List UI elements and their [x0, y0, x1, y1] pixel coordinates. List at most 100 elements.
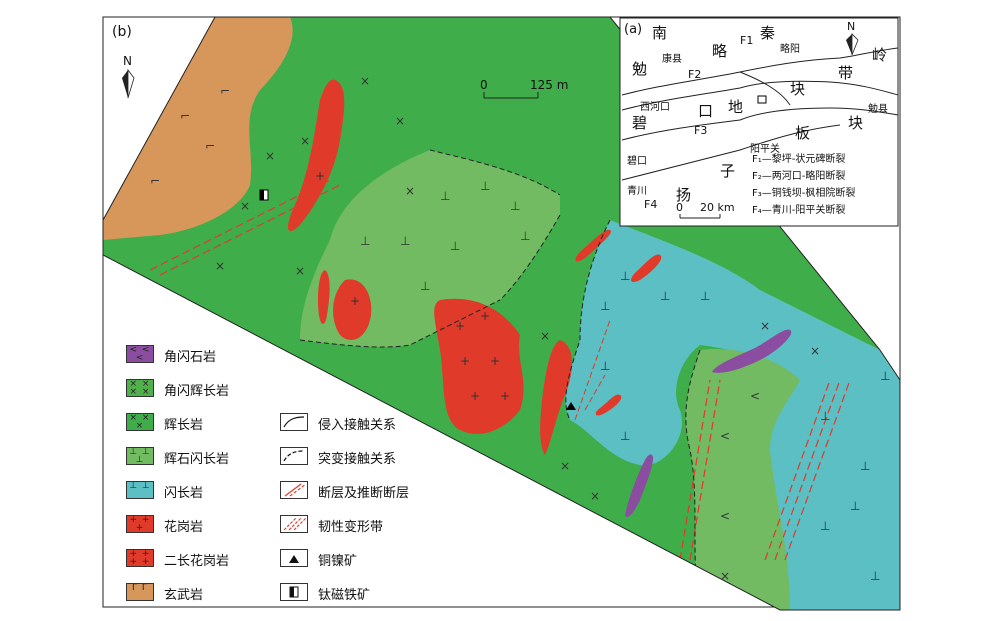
- scale-inset-value: 20 km: [700, 201, 735, 214]
- svg-text:⊥: ⊥: [820, 519, 830, 533]
- legend-label-fault: 断层及推断断层: [318, 486, 410, 501]
- svg-text:<: <: [720, 429, 730, 443]
- svg-text:⊥: ⊥: [440, 189, 450, 203]
- cu-ni-ore-marker: [566, 402, 576, 410]
- ductile-shear-icon: [280, 515, 308, 533]
- svg-text:⊥: ⊥: [620, 429, 630, 443]
- svg-text:⊥: ⊥: [870, 569, 880, 583]
- svg-text:×: ×: [810, 344, 820, 358]
- inset-region-13: 子: [720, 162, 736, 180]
- svg-text:⊥: ⊥: [360, 234, 370, 248]
- inset-place-mianxian: 勉县: [868, 104, 888, 115]
- legend-swatch-monzogranite: + + + +: [126, 549, 154, 567]
- legend-label-hornblendite: 角闪石岩: [164, 350, 217, 365]
- inset-region-9: 地: [728, 98, 744, 116]
- svg-text:⊥: ⊥: [880, 369, 890, 383]
- inset-region-11: 板: [795, 124, 811, 142]
- inset-fault-f1: F1: [740, 34, 754, 47]
- diorite-unit-east: [565, 220, 900, 610]
- legend-swatch-diorite: ⊥ ⊥: [126, 481, 154, 499]
- granite-body-4: [434, 298, 524, 434]
- legend-label-pyroxene-diorite: 辉石闪长岩: [164, 452, 230, 467]
- panel-b-label: (b): [112, 24, 132, 40]
- granite-body-7: [631, 254, 662, 283]
- inset-place-kangxian: 康县: [662, 54, 682, 65]
- north-arrow-main: [122, 68, 135, 99]
- legend-label-basalt: 玄武岩: [164, 588, 204, 603]
- granite-body-5: [540, 340, 572, 455]
- legend-swatch-hornblendite: < < <: [126, 345, 154, 363]
- svg-text:⌐: ⌐: [205, 139, 215, 153]
- svg-text:×: ×: [240, 199, 250, 213]
- svg-text:+: +: [455, 319, 465, 333]
- inset-region-2: 秦: [760, 24, 776, 42]
- svg-text:×: ×: [395, 114, 405, 128]
- inset-fault-note-1: F₁—黎坪-状元碑断裂: [752, 154, 846, 165]
- north-arrow-inset: [846, 33, 859, 56]
- granite-body-1: [288, 79, 345, 232]
- svg-text:×: ×: [215, 259, 225, 273]
- north-label-main: N: [123, 54, 132, 68]
- legend-label-intrusive-contact: 侵入接触关系: [318, 418, 397, 433]
- inset-region-3: 岭: [872, 46, 888, 64]
- scale-inset-zero: 0: [676, 201, 683, 214]
- intrusive-contact-icon: [280, 413, 308, 431]
- fault-icon: [280, 481, 308, 499]
- inset-fault-note-3: F₃—铜钱坝-枫相院断裂: [752, 188, 856, 199]
- svg-text:+: +: [315, 169, 325, 183]
- svg-text:×: ×: [540, 329, 550, 343]
- inset-region-7: 碧: [632, 114, 648, 132]
- inset-region-10: 块: [790, 80, 806, 98]
- legend-swatch-hornblende-gabbro: × × × ×: [126, 379, 154, 397]
- titanomagnetite-icon: [280, 583, 308, 601]
- basalt-unit: [103, 17, 293, 240]
- north-label-inset: N: [847, 20, 856, 33]
- inset-region-12: 块: [848, 114, 864, 132]
- svg-text:×: ×: [760, 319, 770, 333]
- svg-text:⊥: ⊥: [480, 179, 490, 193]
- inset-region-5: 略: [712, 42, 728, 60]
- svg-text:+: +: [470, 389, 480, 403]
- svg-text:×: ×: [405, 184, 415, 198]
- svg-text:×: ×: [590, 489, 600, 503]
- svg-text:+: +: [480, 309, 490, 323]
- svg-text:⊥: ⊥: [450, 239, 460, 253]
- svg-text:+: +: [460, 354, 470, 368]
- svg-text:⊥: ⊥: [850, 499, 860, 513]
- svg-text:⊥: ⊥: [520, 229, 530, 243]
- granite-body-2: [333, 279, 372, 340]
- study-area-marker: [757, 95, 767, 104]
- legend-swatch-basalt: Γ Γ: [126, 583, 154, 601]
- inset-fault-note-2: F₂—两河口-略阳断裂: [752, 171, 846, 182]
- granite-body-3: [318, 270, 330, 324]
- inset-place-lueyang: 略阳: [780, 44, 800, 55]
- svg-text:+: +: [500, 389, 510, 403]
- fault-lines: [574, 319, 611, 421]
- svg-text:⊥: ⊥: [820, 409, 830, 423]
- svg-text:×: ×: [560, 459, 570, 473]
- legend-swatch-gabbro: × × ×: [126, 413, 154, 431]
- inset-region-1: 南: [652, 24, 668, 42]
- svg-text:+: +: [350, 294, 360, 308]
- lithology-symbols: ⌐⌐⌐⌐ ×××× ×××× ⊥⊥⊥⊥ ⊥⊥⊥⊥ ++++ ++++ ⊥⊥⊥⊥ …: [150, 74, 890, 583]
- svg-text:⊥: ⊥: [860, 459, 870, 473]
- svg-text:⊥: ⊥: [600, 299, 610, 313]
- hornblendite-body-2: [625, 454, 654, 517]
- inset-place-bikou: 碧口: [627, 156, 647, 167]
- legend-label-gabbro: 辉长岩: [164, 418, 204, 433]
- inset-fault-f3: F3: [694, 124, 708, 137]
- scale-bar-main: [483, 92, 539, 99]
- svg-text:⊥: ⊥: [400, 234, 410, 248]
- svg-text:×: ×: [300, 134, 310, 148]
- svg-text:⊥: ⊥: [660, 289, 670, 303]
- svg-text:⌐: ⌐: [180, 109, 190, 123]
- hornblendite-body-1: [712, 329, 792, 373]
- ductile-shear-zones: [149, 179, 851, 561]
- legend-label-abrupt-contact: 突变接触关系: [318, 452, 397, 467]
- legend-swatch-granite: + + +: [126, 515, 154, 533]
- legend-label-monzogranite: 二长花岗岩: [164, 554, 230, 569]
- svg-text:⌐: ⌐: [150, 174, 160, 188]
- svg-text:×: ×: [265, 149, 275, 163]
- svg-text:×: ×: [295, 264, 305, 278]
